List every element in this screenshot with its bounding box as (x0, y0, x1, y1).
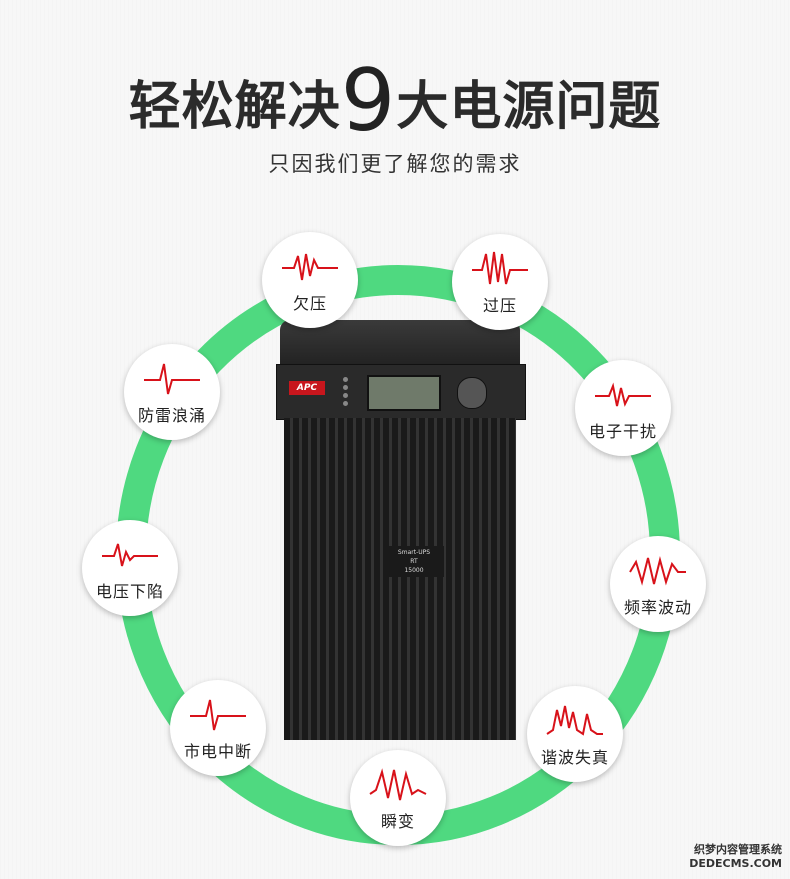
noise-wave-icon (595, 382, 651, 407)
harmonic-wave-icon (546, 705, 603, 736)
lcd-display (367, 375, 441, 411)
problem-outage: 市电中断 (170, 680, 266, 776)
overvoltage-wave-icon (472, 251, 528, 285)
watermark: 织梦内容管理系统 DEDECMS.COM (689, 843, 782, 870)
surge-wave-icon (144, 363, 200, 395)
undervoltage-wave-icon (282, 253, 338, 281)
problem-sag: 电压下陷 (82, 520, 178, 616)
outage-wave-icon (190, 699, 246, 731)
model-label: Smart-UPS RT 15000 (384, 546, 444, 577)
problem-frequency: 频率波动 (610, 536, 706, 632)
problem-transient: 瞬变 (350, 750, 446, 846)
transient-wave-icon (369, 768, 427, 801)
frequency-wave-icon (629, 556, 686, 586)
ups-product-image: APC Smart-UPS RT 15000 (270, 320, 530, 740)
problem-noise: 电子干扰 (575, 360, 671, 456)
apc-logo: APC (289, 381, 325, 395)
problem-undervoltage: 欠压 (262, 232, 358, 328)
problem-overvoltage: 过压 (452, 234, 548, 330)
page-subtitle: 只因我们更了解您的需求 (268, 152, 522, 176)
page-title: 轻松解决9大电源问题 (128, 51, 662, 151)
sag-wave-icon (102, 543, 158, 567)
control-buttons (457, 377, 487, 409)
problem-harmonic: 谐波失真 (527, 686, 623, 782)
problem-surge: 防雷浪涌 (124, 344, 220, 440)
